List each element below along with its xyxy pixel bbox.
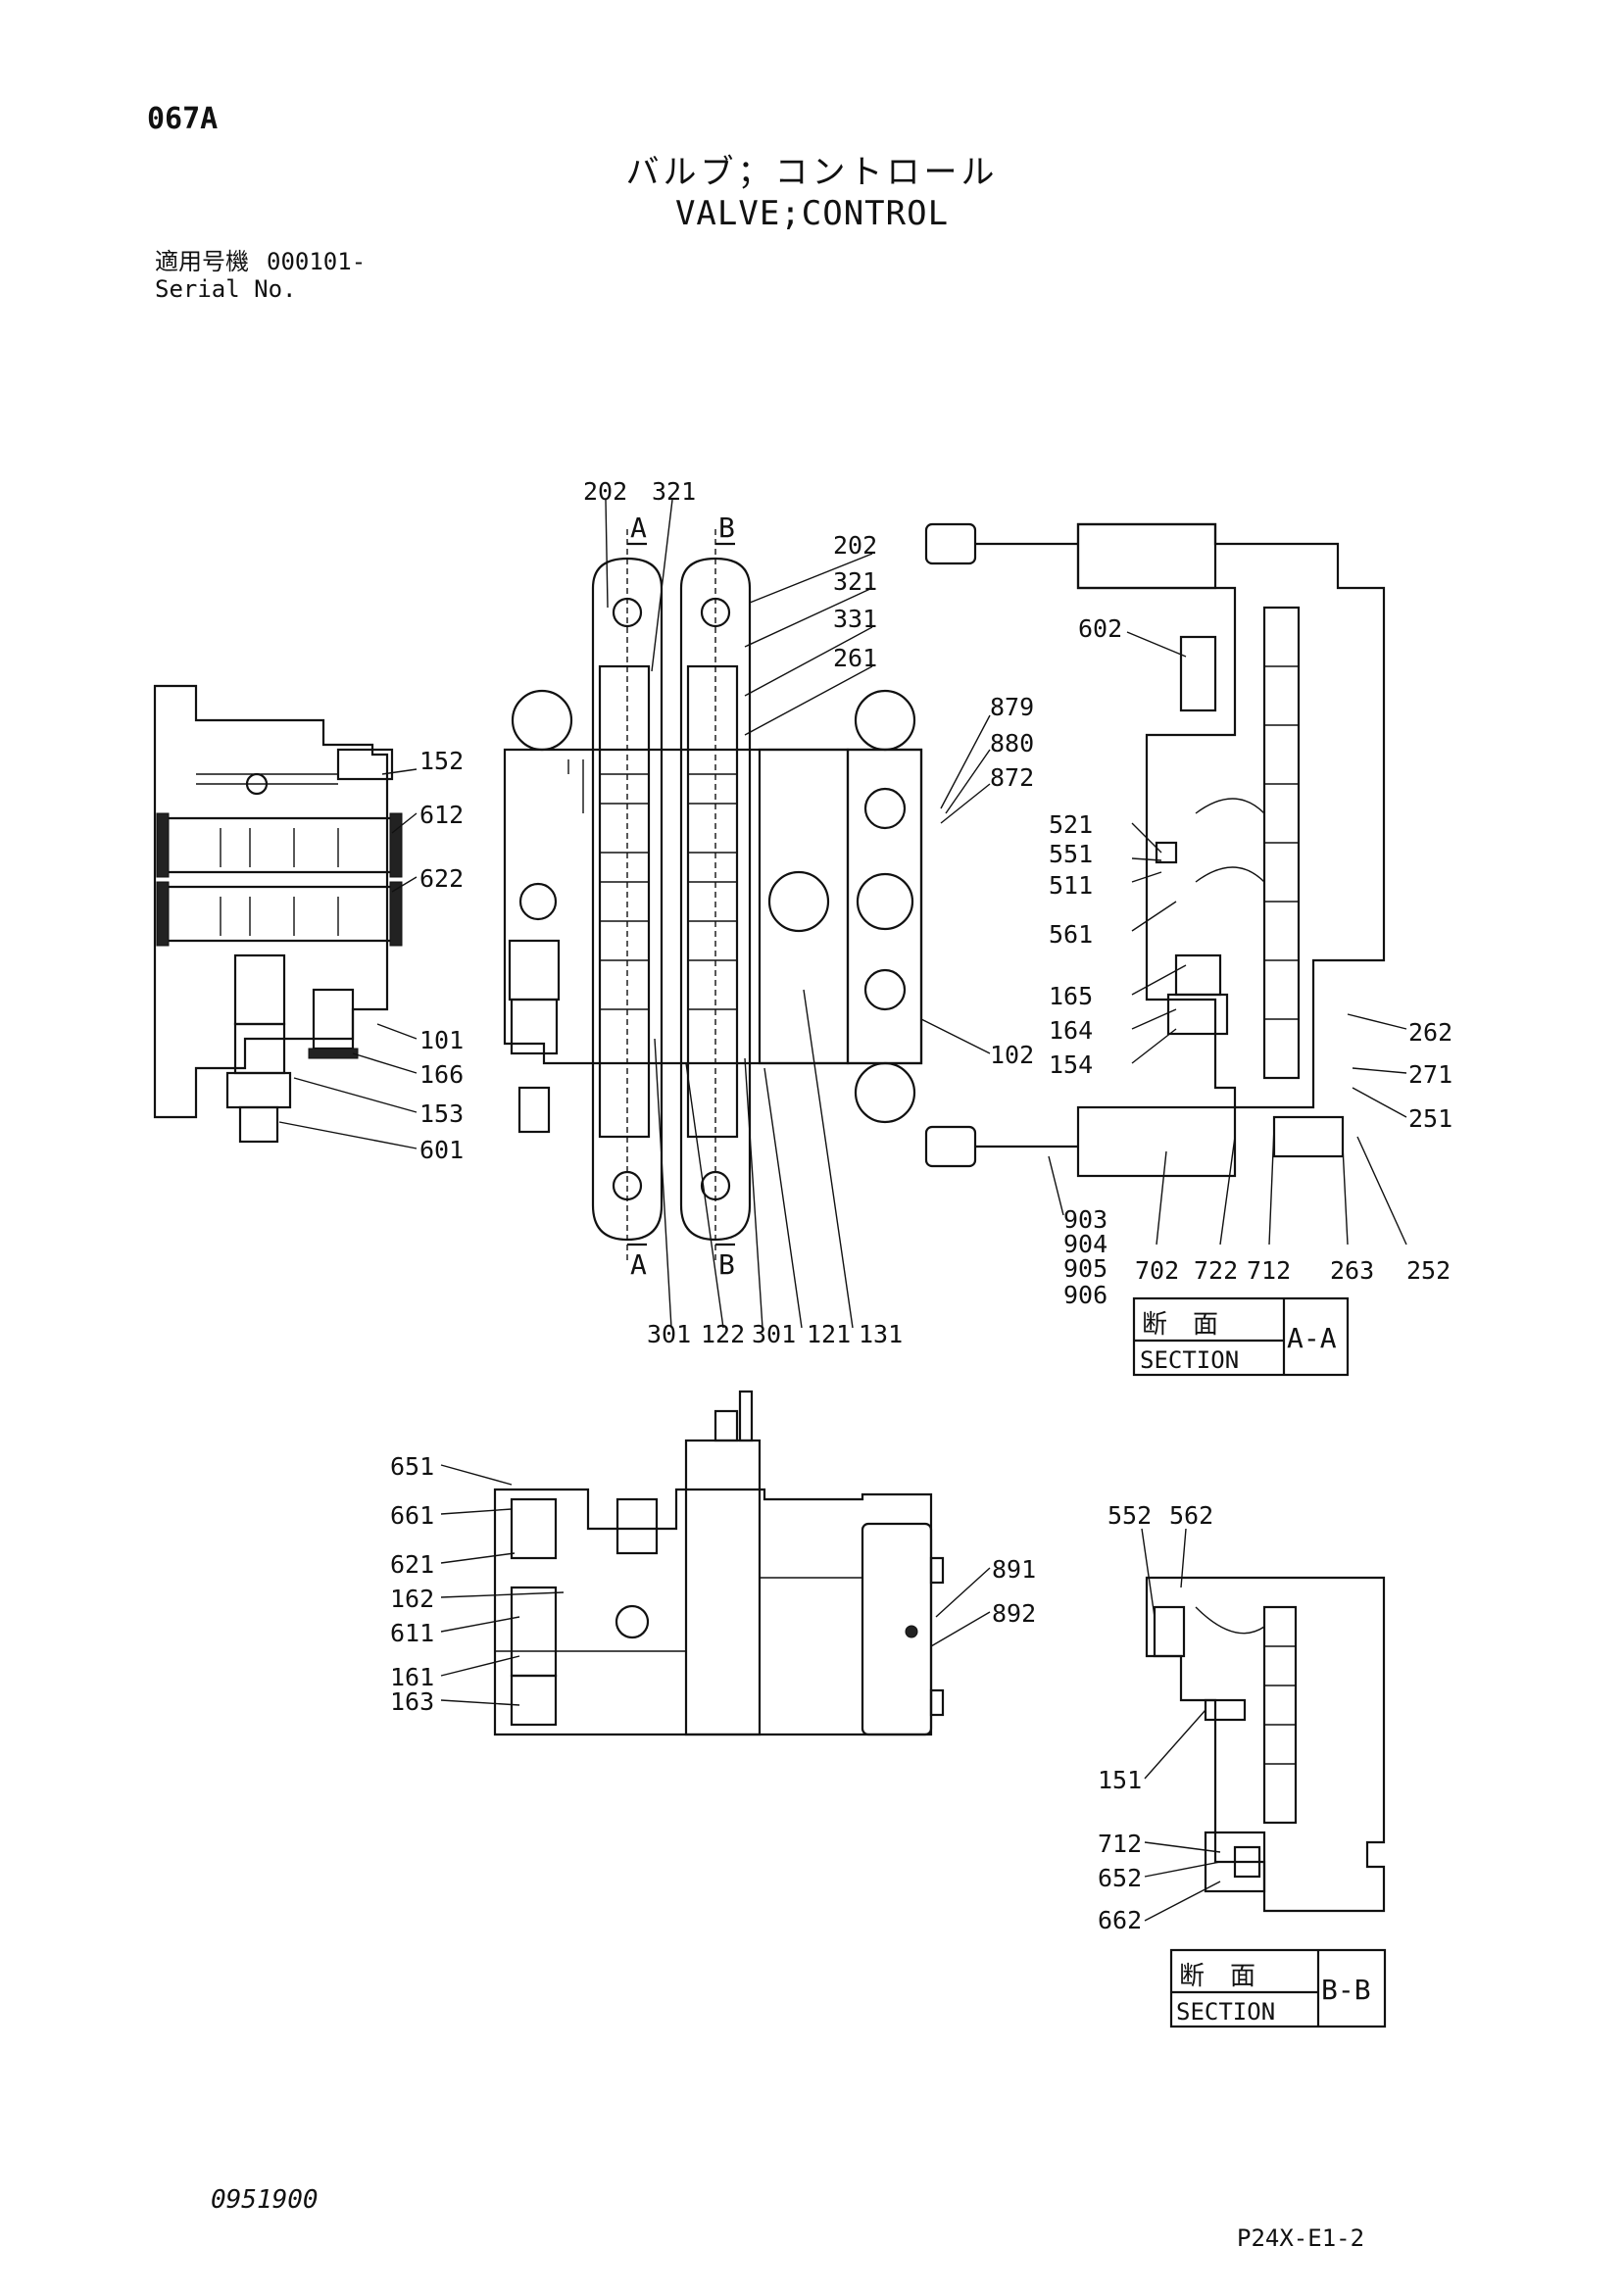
callout-252: 252 <box>1406 1256 1451 1285</box>
callout-261: 261 <box>833 644 877 672</box>
serial-label-en: Serial No. <box>155 275 297 303</box>
page-reference: P24X-E1-2 <box>1237 2224 1365 2252</box>
leader-lines <box>278 499 1407 1922</box>
callout-202-b: 202 <box>833 531 877 560</box>
callout-151: 151 <box>1098 1766 1142 1794</box>
callout-892: 892 <box>992 1599 1036 1628</box>
callout-121: 121 <box>807 1320 851 1348</box>
document-number: 0951900 <box>211 2185 319 2215</box>
callout-702: 702 <box>1135 1256 1179 1285</box>
callout-251: 251 <box>1408 1104 1452 1133</box>
section-aa-label-jp: 断 面 <box>1142 1310 1218 1340</box>
callout-651: 651 <box>390 1452 434 1481</box>
callout-102: 102 <box>990 1041 1034 1069</box>
callout-165: 165 <box>1049 982 1093 1010</box>
callout-712-b: 712 <box>1098 1830 1142 1858</box>
page-code: 067A <box>147 102 219 136</box>
callout-551: 551 <box>1049 840 1093 868</box>
section-marker-a-top: A <box>630 512 647 544</box>
callout-872: 872 <box>990 763 1034 792</box>
callout-262: 262 <box>1408 1018 1452 1047</box>
callout-879: 879 <box>990 693 1034 721</box>
bottom-top-view <box>493 1390 945 1736</box>
callout-511: 511 <box>1049 871 1093 900</box>
callout-621: 621 <box>390 1550 434 1579</box>
section-marker-b-bottom: B <box>718 1248 735 1281</box>
section-marker-b-top: B <box>718 512 735 544</box>
callout-521: 521 <box>1049 810 1093 839</box>
serial-label-jp: 適用号機 <box>155 248 249 275</box>
callout-722: 722 <box>1194 1256 1238 1285</box>
callout-661: 661 <box>390 1501 434 1530</box>
callout-321-a: 321 <box>652 477 696 506</box>
callout-202-a: 202 <box>583 477 627 506</box>
callout-880: 880 <box>990 729 1034 757</box>
callout-611: 611 <box>390 1619 434 1647</box>
serial-value: 000101- <box>267 248 367 275</box>
callout-601: 601 <box>419 1136 464 1164</box>
callout-301-a: 301 <box>647 1320 691 1348</box>
callout-162: 162 <box>390 1585 434 1613</box>
callout-122: 122 <box>701 1320 745 1348</box>
section-aa-label-en: SECTION <box>1140 1346 1239 1374</box>
section-bb-label-en: SECTION <box>1176 1998 1275 2026</box>
callout-904: 904 <box>1063 1230 1107 1258</box>
section-bb-label-jp: 断 面 <box>1179 1962 1255 1991</box>
callout-161: 161 <box>390 1663 434 1691</box>
callout-331: 331 <box>833 605 877 633</box>
callout-152: 152 <box>419 747 464 775</box>
section-aa-label: 断 面 SECTION A-A <box>1132 1296 1350 1377</box>
callout-903: 903 <box>1063 1205 1107 1234</box>
callout-712-a: 712 <box>1247 1256 1291 1285</box>
callout-561: 561 <box>1049 920 1093 949</box>
section-marker-a-bottom: A <box>630 1248 647 1281</box>
callout-166: 166 <box>419 1060 464 1089</box>
callout-163: 163 <box>390 1687 434 1716</box>
callout-906: 906 <box>1063 1281 1107 1309</box>
callout-905: 905 <box>1063 1254 1107 1283</box>
callout-164: 164 <box>1049 1016 1093 1045</box>
center-front-view <box>503 529 923 1264</box>
callout-301-b: 301 <box>752 1320 796 1348</box>
section-aa-id: A-A <box>1287 1322 1337 1354</box>
title-english: VALVE;CONTROL <box>674 194 950 233</box>
section-bb-label: 断 面 SECTION B-B <box>1169 1948 1387 2028</box>
callout-662: 662 <box>1098 1906 1142 1934</box>
callout-271: 271 <box>1408 1060 1452 1089</box>
callout-101: 101 <box>419 1026 464 1054</box>
callout-891: 891 <box>992 1555 1036 1584</box>
callout-652: 652 <box>1098 1864 1142 1892</box>
callout-612: 612 <box>419 801 464 829</box>
title-japanese: バルブ；コントロール <box>625 153 999 192</box>
callout-154: 154 <box>1049 1050 1093 1079</box>
callout-153: 153 <box>419 1099 464 1128</box>
section-bb-id: B-B <box>1321 1974 1371 2006</box>
callout-552: 552 <box>1107 1501 1152 1530</box>
callout-602: 602 <box>1078 614 1122 643</box>
section-bb-view <box>1145 1576 1386 1913</box>
callout-562: 562 <box>1169 1501 1213 1530</box>
left-side-view <box>153 684 403 1144</box>
serial-block: 適用号機 000101- Serial No. <box>155 248 366 303</box>
callout-321-b: 321 <box>833 567 877 596</box>
callout-263: 263 <box>1330 1256 1374 1285</box>
callout-labels: 202 321 202 321 331 261 879 880 872 152 … <box>390 477 1452 1934</box>
section-aa-view <box>924 522 1386 1178</box>
callout-131: 131 <box>859 1320 903 1348</box>
callout-622: 622 <box>419 864 464 893</box>
